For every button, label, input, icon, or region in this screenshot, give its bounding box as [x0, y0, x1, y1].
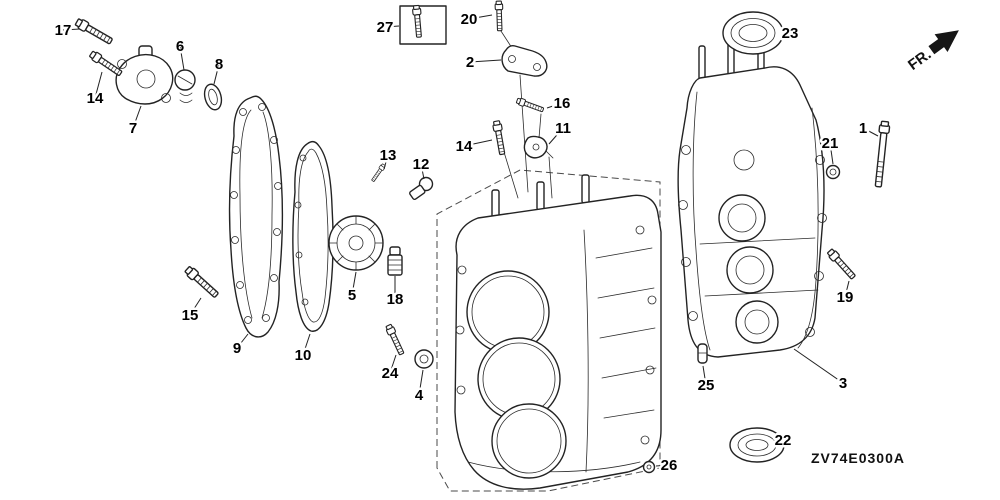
leader-line-21	[829, 142, 834, 165]
leader-line-15	[189, 297, 202, 316]
leader-line-19	[844, 280, 850, 298]
part-label-7: 7	[129, 120, 137, 137]
inner-cover-drawing	[228, 95, 284, 338]
bolt-13-drawing	[370, 162, 387, 183]
part-label-17: 17	[55, 22, 72, 39]
part-label-10: 10	[295, 347, 312, 364]
part-label-1: 1	[859, 120, 867, 137]
oil-seal-top-drawing	[722, 11, 784, 55]
bolt-27-drawing	[411, 4, 424, 39]
leader-line-9	[236, 333, 249, 349]
washer-drawing	[825, 164, 841, 180]
clamp-drawing	[523, 135, 554, 159]
part-label-14: 14	[87, 90, 104, 107]
part-label-27: 27	[377, 19, 394, 36]
callout-layer: 17 14 6 8 7 27 20 2 16 11 14 13 12 23 1 21 5 18 15 9 10 24 4 19…	[52, 9, 879, 477]
leader-line-24	[389, 354, 397, 374]
bracket-box-27	[399, 5, 447, 45]
cylinder-block-drawing	[454, 174, 662, 490]
part-label-16: 16	[554, 95, 571, 112]
part-label-6: 6	[176, 38, 184, 55]
part-label-26: 26	[661, 457, 678, 474]
thermostat-drawing	[174, 69, 196, 103]
leader-line-10	[302, 333, 311, 356]
leader-line-13	[383, 154, 389, 170]
leader-line-2	[469, 59, 502, 63]
leader-line-11	[548, 127, 564, 145]
part-label-3: 3	[839, 375, 847, 392]
part-label-11: 11	[555, 120, 571, 137]
part-label-23: 23	[782, 25, 799, 42]
leader-line-22	[778, 439, 784, 445]
thermostat-gasket-drawing	[203, 83, 223, 111]
assembly-lines	[498, 27, 553, 199]
bolt-16-drawing	[515, 96, 545, 114]
part-label-2: 2	[466, 54, 474, 71]
bolt-15-drawing	[183, 264, 221, 300]
leader-line-14	[94, 71, 103, 99]
part-label-22: 22	[775, 432, 792, 449]
leader-line-1	[862, 127, 879, 137]
leader-line-7	[132, 105, 142, 129]
leader-line-14	[463, 139, 493, 147]
bolt-24-drawing	[384, 323, 406, 357]
leader-line-3	[793, 348, 844, 384]
leader-line-6	[179, 45, 185, 71]
leader-line-16	[546, 102, 563, 109]
part-label-4: 4	[415, 387, 424, 404]
part-label-12: 12	[413, 156, 430, 173]
part-label-25: 25	[698, 377, 715, 394]
part-label-8: 8	[215, 56, 223, 73]
part-label-20: 20	[461, 11, 478, 28]
part-label-5: 5	[348, 287, 356, 304]
dowel-pin-drawing	[697, 343, 708, 364]
bolt-14-right-drawing	[491, 119, 508, 156]
bolt-1-drawing	[872, 120, 891, 188]
leader-line-17	[62, 28, 81, 31]
fr-label: FR.	[905, 46, 935, 74]
bolt-19-drawing	[825, 247, 858, 282]
bolt-17-drawing	[73, 16, 115, 47]
sensor-drawing	[409, 176, 434, 201]
part-label-19: 19	[837, 289, 854, 306]
part-label-21: 21	[822, 135, 839, 152]
crankcase-drawing	[677, 37, 827, 358]
leader-line-25	[702, 365, 707, 386]
leader-line-5	[351, 271, 357, 296]
leader-line-12	[420, 163, 425, 180]
part-label-18: 18	[387, 291, 404, 308]
oil-seal-bottom-drawing	[729, 427, 785, 463]
leader-line-8	[213, 63, 220, 85]
part-label-9: 9	[233, 340, 241, 357]
bolt-14-left-drawing	[88, 49, 124, 78]
part-label-13: 13	[380, 147, 397, 164]
part-label-14: 14	[456, 138, 473, 155]
leader-line-4	[418, 369, 424, 396]
fr-arrow-glyph	[928, 30, 959, 55]
plug-drawing	[414, 349, 434, 369]
bolt-20-drawing	[494, 0, 505, 32]
fr-arrow: FR.	[905, 30, 959, 74]
part-label-24: 24	[382, 365, 399, 382]
stay-bracket-drawing	[501, 45, 548, 77]
part-label-15: 15	[182, 307, 199, 324]
cover-gasket-drawing	[292, 140, 334, 332]
diagram-code: ZV74E0300A	[811, 450, 905, 466]
oil-fitting-drawing	[387, 246, 403, 276]
oil-filter-drawing	[328, 215, 384, 271]
leader-line-20	[468, 14, 493, 20]
thermostat-cover-drawing	[115, 45, 174, 105]
leader-line-27	[384, 25, 400, 28]
leader-line-26	[655, 464, 670, 467]
screw-26-drawing	[642, 460, 656, 474]
